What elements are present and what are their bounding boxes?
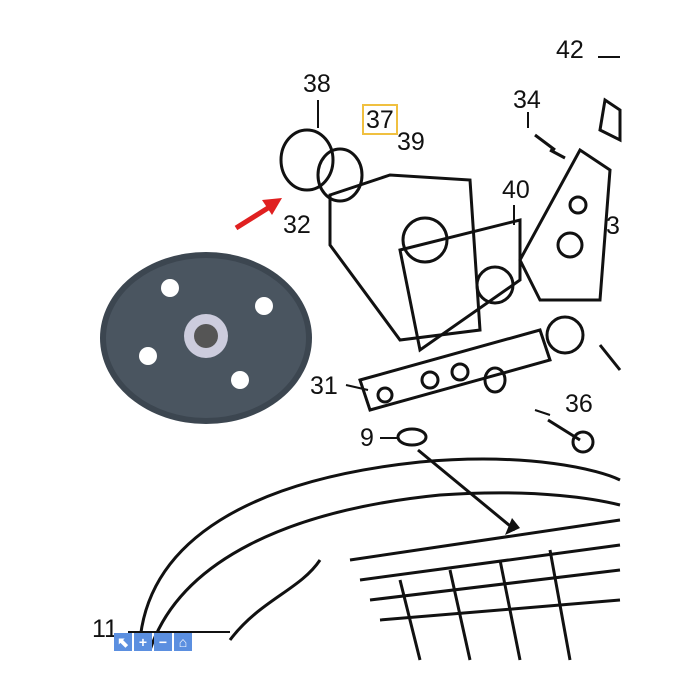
- gear-part: [138, 97, 622, 661]
- callout-42[interactable]: 42: [556, 36, 584, 64]
- leader-lines: [128, 56, 620, 633]
- pointer-icon[interactable]: ⬉: [114, 633, 132, 651]
- callout-36[interactable]: 36: [565, 390, 593, 418]
- callout-37-highlighted[interactable]: 37: [362, 104, 398, 135]
- callout-31[interactable]: 31: [310, 372, 338, 400]
- callout-9[interactable]: 9: [360, 424, 374, 452]
- callout-40[interactable]: 40: [502, 176, 530, 204]
- callout-32[interactable]: 32: [283, 211, 311, 239]
- callout-39[interactable]: 39: [397, 128, 425, 156]
- disc-part-image: [100, 252, 312, 424]
- pointer-arrowhead: [505, 518, 520, 535]
- zoom-in-button[interactable]: +: [134, 633, 152, 651]
- callout-11[interactable]: 11: [92, 615, 118, 643]
- home-icon[interactable]: ⌂: [174, 633, 192, 651]
- callout-38[interactable]: 38: [303, 70, 331, 98]
- zoom-out-button[interactable]: −: [154, 633, 172, 651]
- callout-34[interactable]: 34: [513, 86, 541, 114]
- zoom-controls: ⬉ + − ⌂: [114, 633, 192, 651]
- callout-3[interactable]: 3: [606, 212, 620, 240]
- red-arrow: [234, 198, 282, 231]
